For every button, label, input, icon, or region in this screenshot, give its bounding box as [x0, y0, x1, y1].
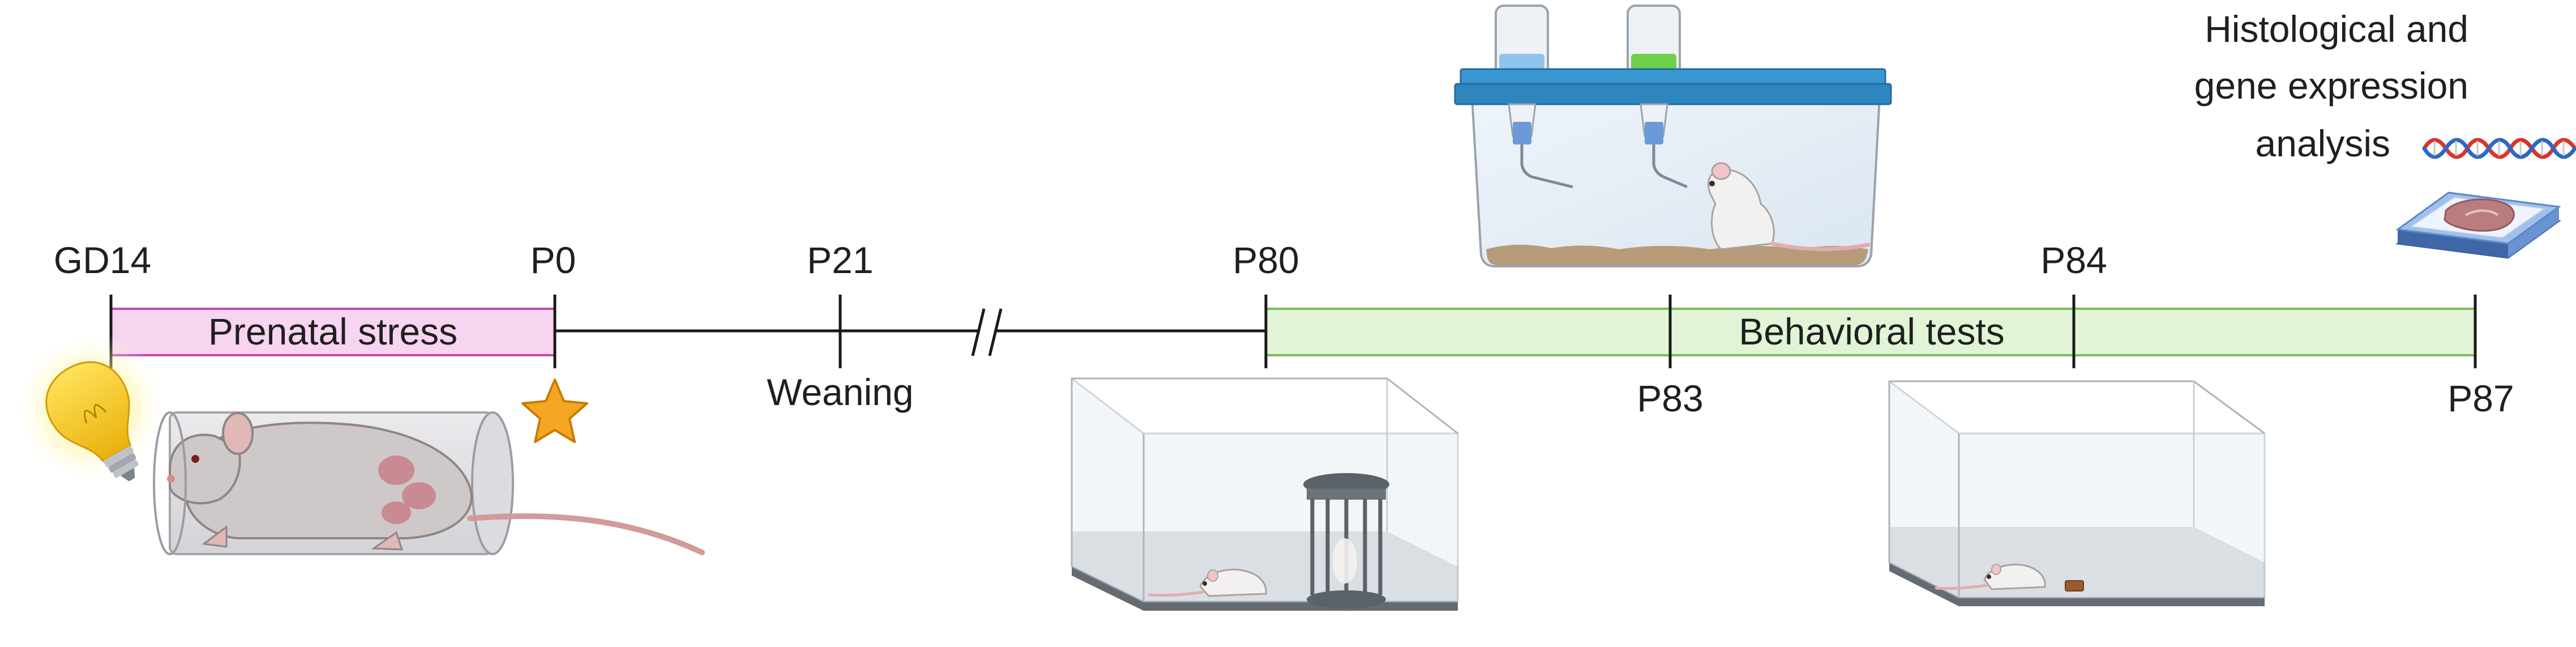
milestone-p87: P87: [2447, 377, 2514, 419]
milestone-p21: P21: [807, 239, 873, 281]
restrained-rat-icon: [153, 411, 705, 555]
open-field-arena-icon: [1888, 380, 2266, 606]
behavioral-tests-bar: [1265, 308, 2476, 356]
social-interaction-arena-icon: [1071, 376, 1459, 611]
phase-behavioral-tests-label: Behavioral tests: [1739, 310, 2005, 352]
analysis-label-line2: gene expression: [2194, 65, 2468, 107]
event-weaning-label: Weaning: [767, 371, 913, 413]
milestone-p83: P83: [1637, 377, 1703, 419]
star-icon: [521, 378, 588, 443]
milestone-p80: P80: [1233, 239, 1299, 281]
analysis-label-line1: Histological and: [2205, 8, 2468, 50]
light-bulb-icon: [14, 331, 167, 484]
two-bottle-cage-icon: [1454, 5, 1892, 267]
milestone-gd14: GD14: [54, 239, 151, 281]
analysis-label-line3: analysis: [2256, 122, 2390, 164]
milestone-p84: P84: [2040, 239, 2107, 281]
timeline-break-icon: [971, 308, 1003, 356]
milestone-p0: P0: [530, 239, 576, 281]
tissue-slide-icon: [2395, 191, 2561, 259]
dna-icon: [2422, 138, 2576, 159]
phase-prenatal-stress-label: Prenatal stress: [208, 310, 457, 352]
